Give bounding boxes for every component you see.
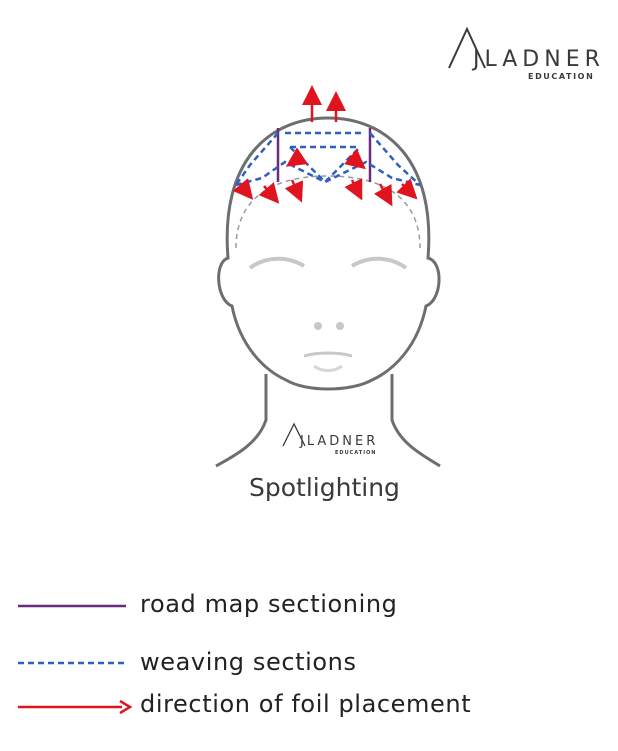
logo-subtitle: EDUCATION xyxy=(335,450,377,456)
logo-wordmark: JLADNER xyxy=(300,434,379,449)
logo-wordmark: JLADNER xyxy=(473,47,605,72)
logo-triangle-icon xyxy=(282,422,306,447)
hairline-dashed xyxy=(235,175,421,249)
brand-logo-small: JLADNER EDUCATION xyxy=(282,422,382,462)
dashed-line-icon xyxy=(18,661,128,665)
arrow-icon xyxy=(18,699,133,715)
foil-direction-arrows xyxy=(232,85,418,207)
head-diagram xyxy=(215,85,441,468)
legend-label: weaving sections xyxy=(140,648,357,676)
logo-subtitle: EDUCATION xyxy=(528,72,595,81)
mouth xyxy=(303,351,353,358)
brand-logo: JLADNER EDUCATION xyxy=(447,26,607,86)
solid-line-icon xyxy=(18,604,126,608)
left-eyebrow xyxy=(248,256,306,270)
neck-outline xyxy=(215,374,268,468)
left-nostril xyxy=(314,322,322,330)
right-nostril xyxy=(336,322,344,330)
legend-label: direction of foil placement xyxy=(140,690,472,718)
head-outline xyxy=(217,116,441,391)
chin-shadow xyxy=(313,364,343,372)
diagram-caption: Spotlighting xyxy=(249,473,400,502)
logo-triangle-icon xyxy=(448,26,486,69)
right-eyebrow xyxy=(350,256,408,270)
neck-outline-right xyxy=(390,374,441,468)
legend-label: road map sectioning xyxy=(140,590,398,618)
